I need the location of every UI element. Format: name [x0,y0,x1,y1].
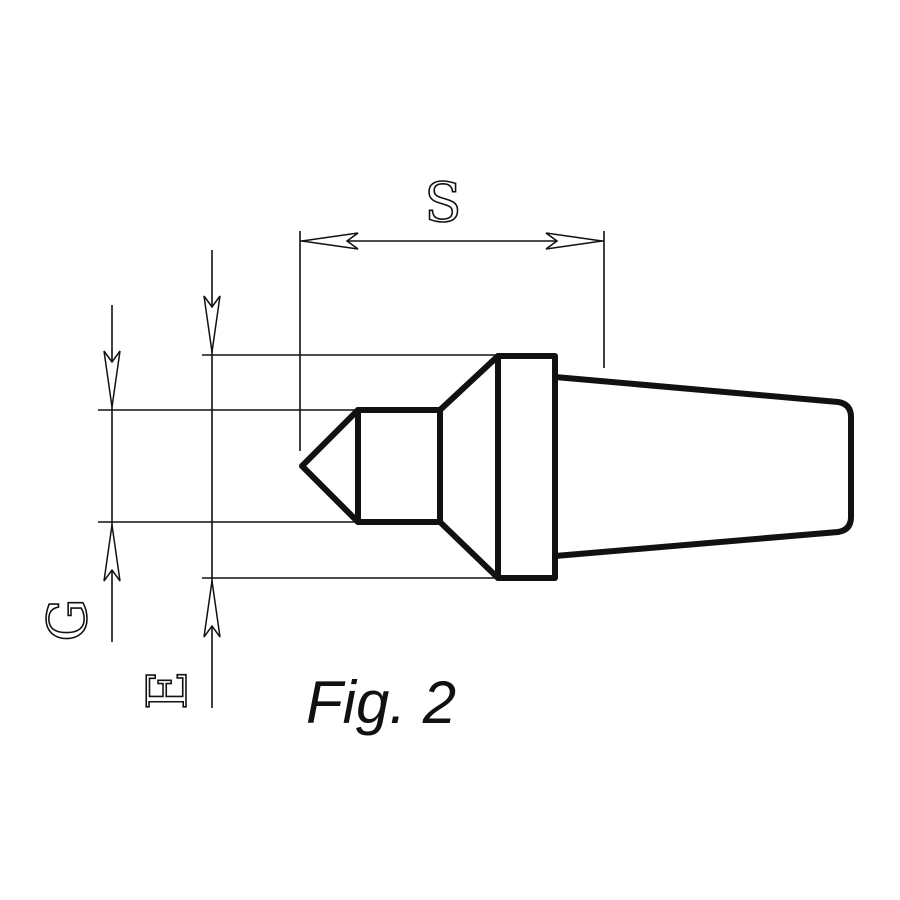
tapered-shank [552,374,854,559]
flange [495,353,558,581]
flank [437,353,501,581]
arrowhead [203,580,221,638]
conical-tip [299,407,361,525]
dimension-label-e: E [136,670,199,709]
arrowhead [545,232,603,250]
dimension-label-s: S [425,171,462,234]
arrowhead [103,524,121,582]
dimension-g: G [35,305,358,642]
dimension-e: E [135,250,498,711]
figure-caption: Fig. 2 [306,669,457,736]
arrowhead [301,232,359,250]
arrowhead [203,295,221,353]
arrowhead [103,350,121,408]
part-outline [299,353,854,581]
dimension-s: S [299,170,605,451]
neck [355,407,443,525]
dimension-label-g: G [36,598,99,641]
